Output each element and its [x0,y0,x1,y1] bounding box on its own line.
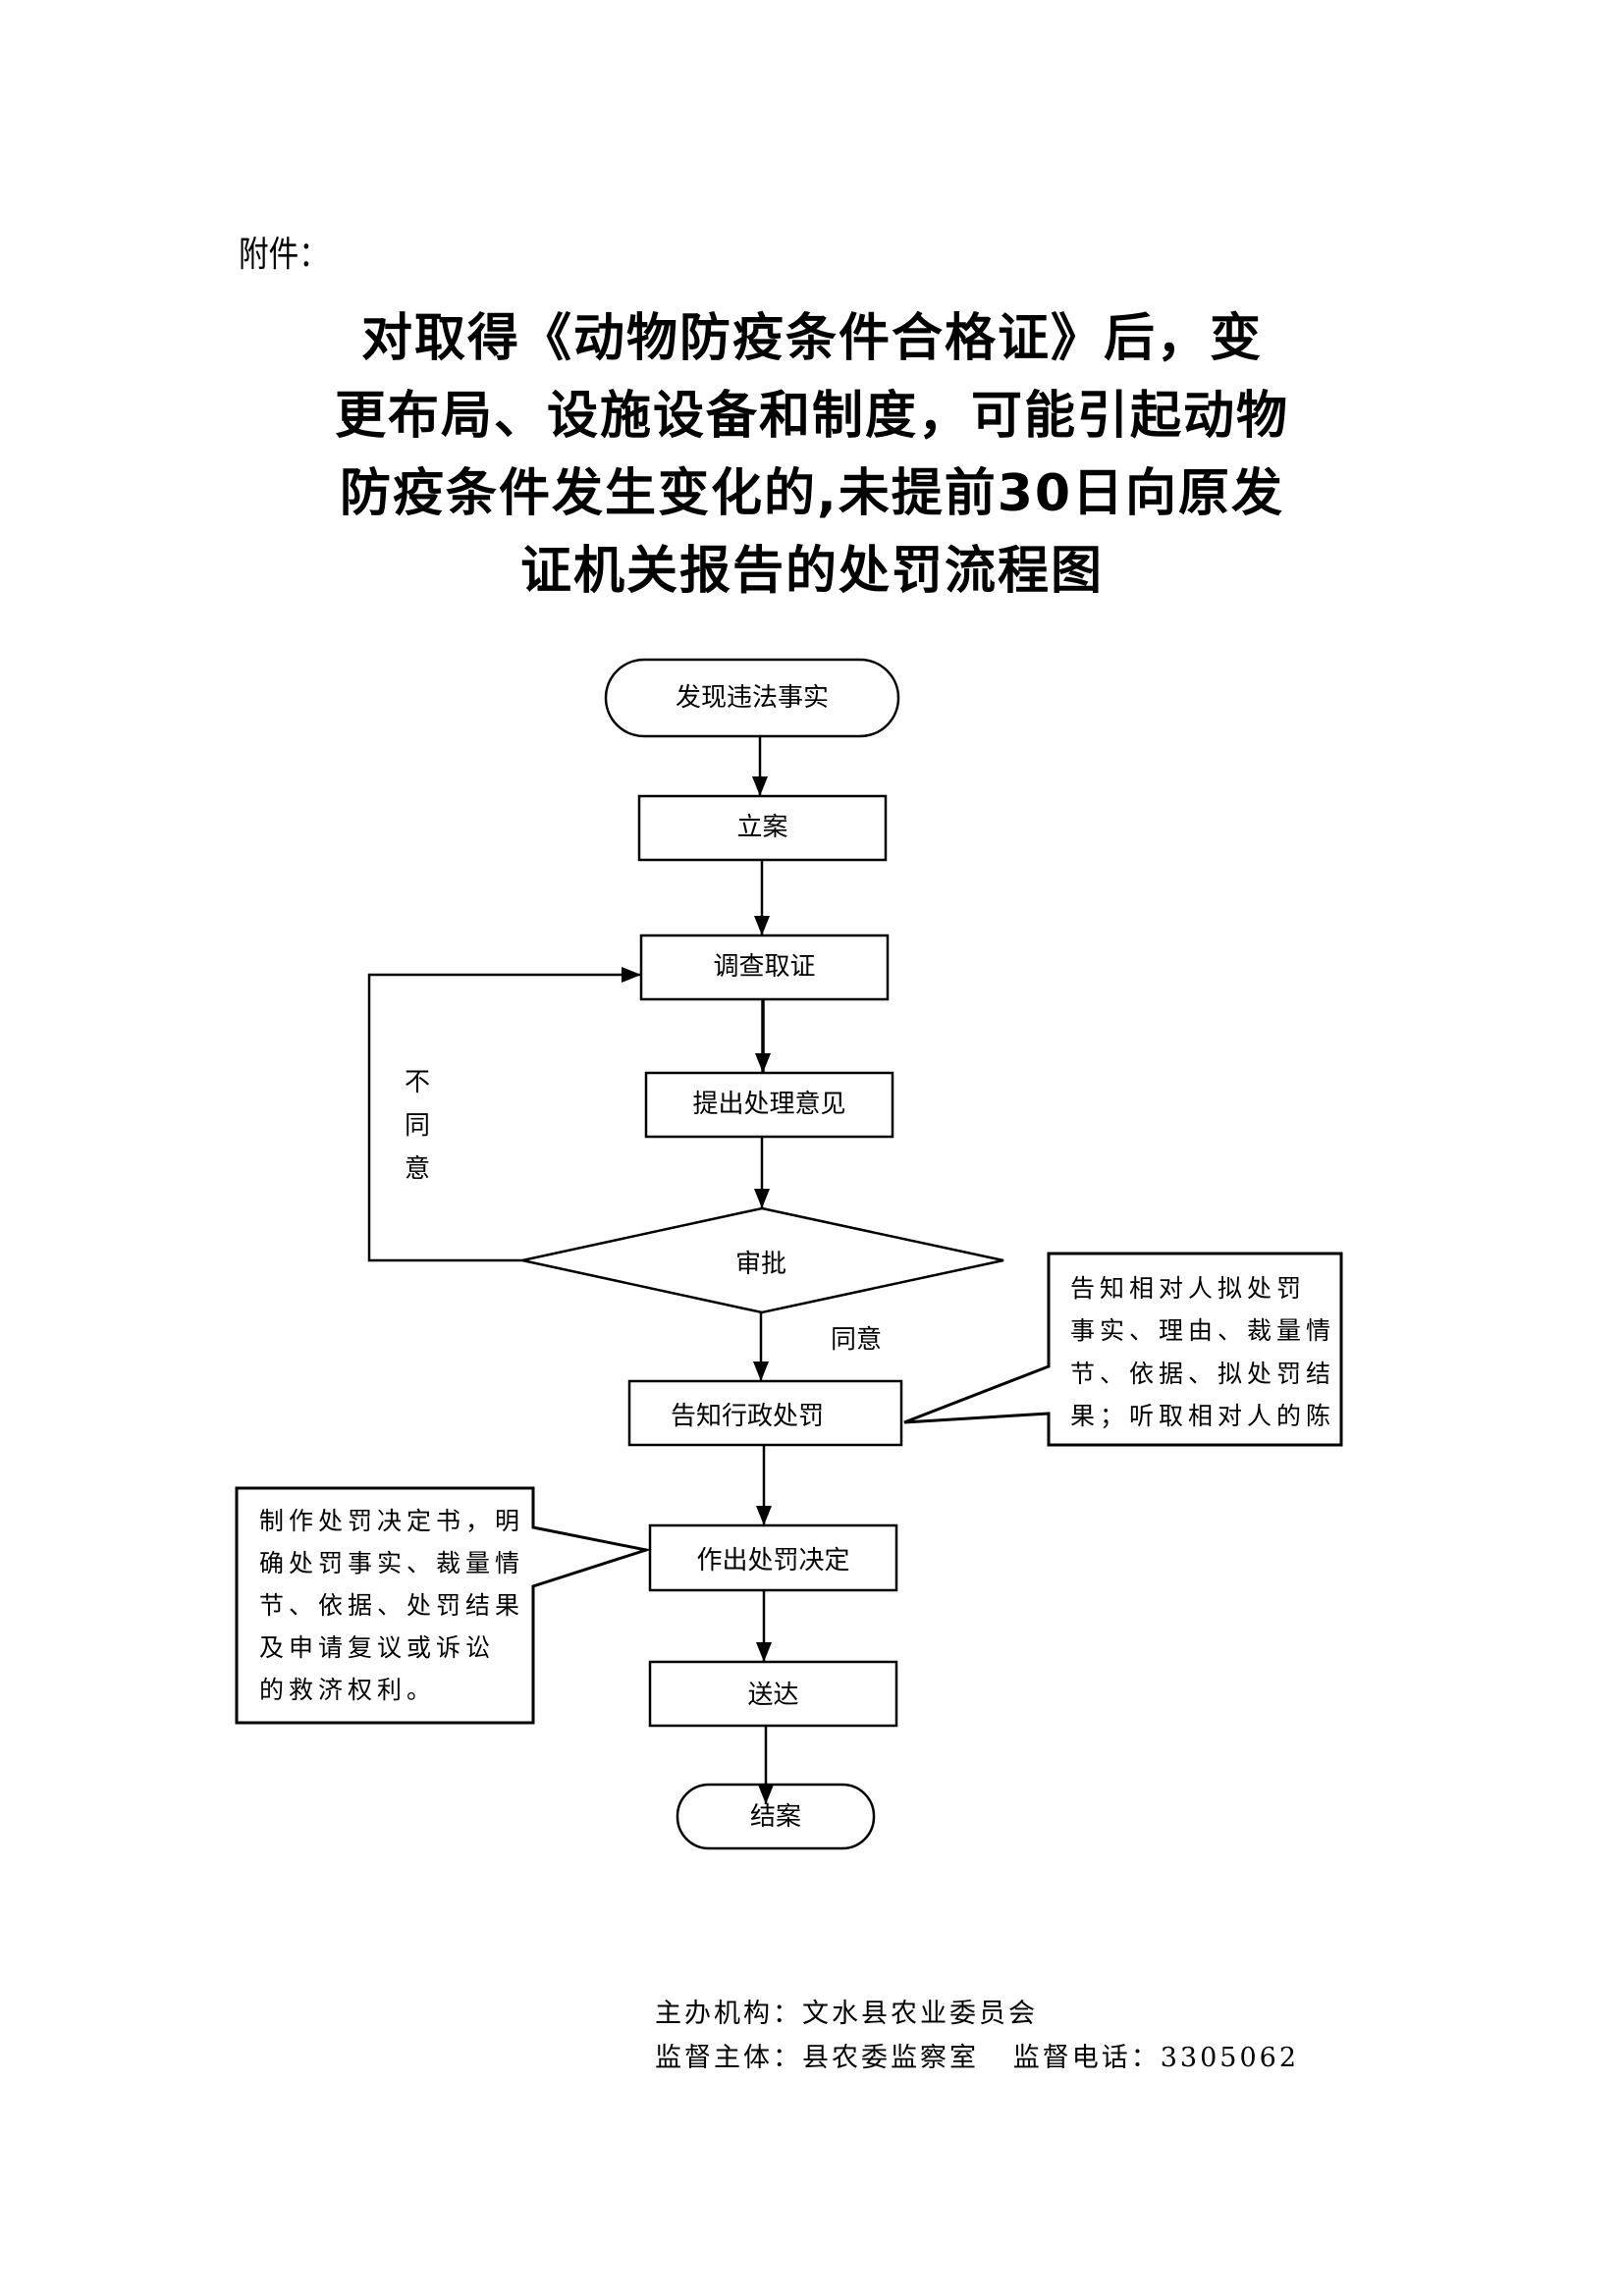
deliver-box [648,1660,898,1728]
close-case-terminal-shape [676,1783,876,1850]
edge-disagree-loop [367,967,641,1262]
callout-line: 节、依据、处罚结果 [259,1591,525,1620]
callout-line: 果；听取相对人的陈 [1070,1402,1336,1430]
footer-organizer: 主办机构：文水县农业委员会 [655,1999,1038,2029]
callout-line: 及申请复议或诉讼 [259,1633,496,1662]
disagree-char-1: 不 [404,1068,430,1097]
start-terminal-shape [604,658,900,738]
register-case-label: 立案 [736,813,788,842]
callout-line: 事实、理由、裁量情 [1070,1316,1336,1345]
agree-edge-label: 同意 [831,1325,883,1355]
make-decision-box [648,1523,898,1592]
notify-penalty-box [627,1379,903,1447]
close-case-label: 结案 [749,1802,801,1832]
disagree-char-2: 同 [404,1111,430,1141]
callout-line: 节、依据、拟处罚结 [1070,1360,1336,1388]
title-line-3: 防疫条件发生变化的,未提前30日向原发 [339,464,1285,523]
propose-opinion-box [644,1071,894,1139]
investigate-label: 调查取证 [713,952,816,982]
approval-label: 审批 [734,1250,786,1279]
title-line-2: 更布局、设施设备和制度，可能引起动物 [334,387,1289,446]
notify-detail-callout-shape [903,1252,1343,1447]
decision-detail-callout-shape [235,1486,652,1725]
callout-line: 的救济权利。 [259,1676,437,1704]
title-line-4: 证机关报告的处罚流程图 [519,542,1104,601]
callout-line: 告知相对人拟处罚 [1070,1274,1307,1303]
propose-opinion-label: 提出处理意见 [692,1090,846,1119]
make-decision-label: 作出处罚决定 [696,1546,850,1575]
start-node-label: 发现违法事实 [675,683,829,713]
disagree-char-3: 意 [404,1154,430,1184]
callout-line: 制作处罚决定书，明 [259,1507,525,1535]
footer-supervisor: 监督主体：县农委监察室 监督电话：3305062 [655,2043,1299,2073]
callout-line: 确处罚事实、裁量情 [259,1549,525,1577]
attachment-label: 附件： [239,235,329,275]
title-line-1: 对取得《动物防疫条件合格证》后，变 [360,309,1263,368]
notify-penalty-label: 告知行政处罚 [670,1402,824,1431]
deliver-label: 送达 [747,1681,799,1710]
